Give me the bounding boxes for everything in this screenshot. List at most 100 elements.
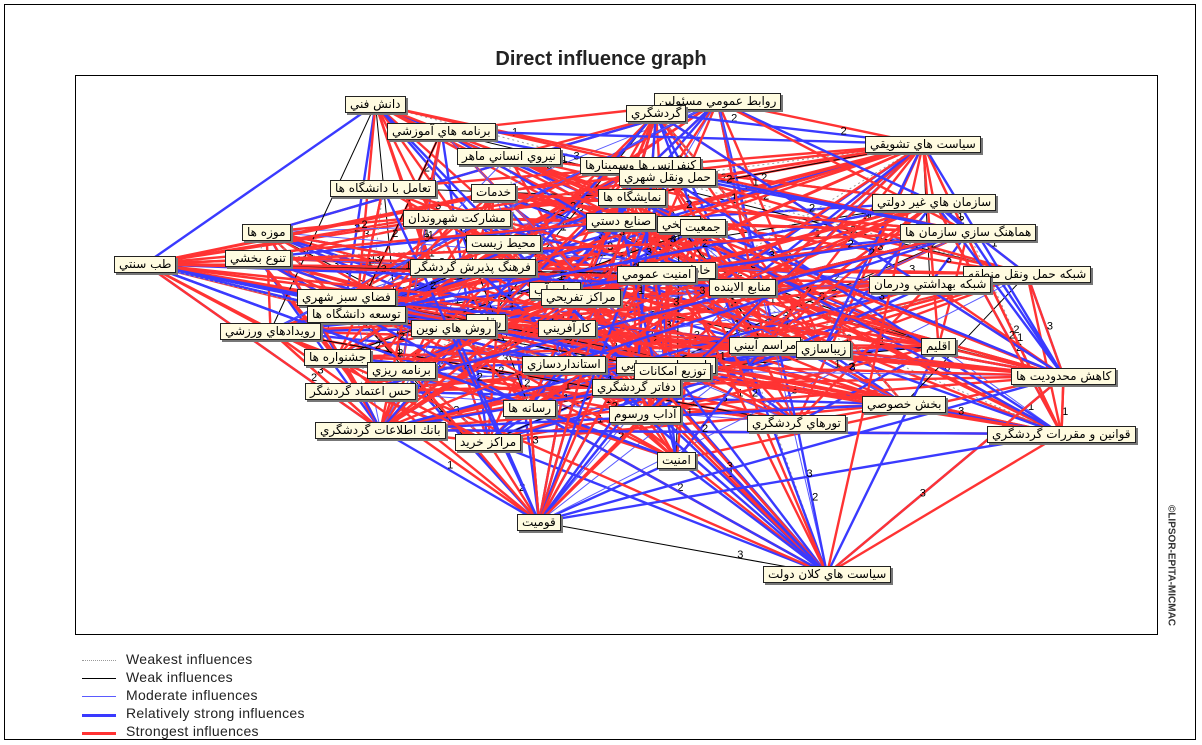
edge-weight-label: 2 — [702, 423, 708, 435]
influence-edge — [528, 407, 541, 523]
edge-weight-label: 2 — [774, 287, 780, 299]
edge-weight-label: 3 — [435, 200, 441, 212]
influence-edge — [655, 111, 1065, 378]
node-3: برنامه هاي آموزشي — [387, 123, 496, 140]
node-7: حمل ونقل شهري — [619, 169, 716, 186]
edge-weight-label: 3 — [920, 487, 926, 499]
influence-edge — [266, 99, 718, 234]
influence-edge — [144, 219, 622, 266]
edge-weight-label: 3 — [665, 319, 671, 331]
legend-label-weak: Weak influences — [126, 669, 233, 685]
node-55: سياست هاي كلان دولت — [763, 566, 892, 583]
node-44: كاهش محدوديت ها — [1011, 368, 1117, 385]
edge-weight-label: 2 — [424, 162, 430, 174]
node-15: جمعيت — [680, 219, 726, 236]
node-50: بانك اطلاعات گردشگري — [315, 422, 446, 439]
influence-edge — [563, 230, 969, 366]
node-4: سياست هاي تشويقي — [865, 136, 981, 153]
node-10: نمايشگاه ها — [598, 189, 667, 206]
edge-weight-label: 1 — [428, 229, 434, 241]
edge-weight-label: 2 — [702, 238, 708, 250]
legend-item-strongest: Strongest influences — [82, 723, 502, 741]
node-37: زيباسازي — [796, 341, 852, 358]
edge-weight-label: 1 — [405, 260, 411, 272]
influence-edge — [554, 220, 622, 291]
edge-weight-label: 1 — [991, 237, 997, 249]
edge-weight-label: 3 — [502, 353, 508, 365]
edge-weight-label: 3 — [727, 460, 733, 472]
legend-item-weak: Weak influences — [82, 669, 502, 687]
influence-edge — [538, 521, 828, 575]
node-35: مراسم آييني — [729, 337, 802, 354]
influence-edge — [921, 143, 1063, 435]
node-17: موزه ها — [242, 224, 291, 241]
influence-edge — [144, 190, 494, 266]
node-40: استانداردسازي — [522, 356, 606, 373]
edge-weight-label: 1 — [879, 336, 885, 348]
legend-item-relatively-strong: Relatively strong influences — [82, 705, 502, 723]
edge-weight-label: 2 — [1009, 330, 1015, 342]
node-54: قوميت — [517, 514, 561, 531]
edge-weight-label: 1 — [576, 415, 582, 427]
edge-weight-label: 1 — [447, 460, 453, 472]
legend-item-weakest: Weakest influences — [82, 651, 502, 669]
influence-edge — [671, 370, 828, 575]
edge-weight-label: 1 — [561, 154, 567, 166]
node-29: فضاي سبز شهري — [297, 289, 396, 306]
edge-weight-label: 1 — [867, 211, 873, 223]
edge-weight-label: 1 — [367, 256, 373, 268]
node-52: قوانين و مقررات گردشگري — [987, 426, 1136, 443]
node-19: تنوع بخشي — [225, 250, 291, 267]
influence-edge — [566, 226, 704, 329]
node-6: كنفرانس ها وسمينارها — [580, 157, 702, 174]
edge-weight-label: 2 — [809, 203, 815, 215]
influence-edge — [144, 263, 382, 431]
node-53: امنيت — [657, 452, 696, 469]
influence-edge — [1025, 273, 1065, 377]
node-21: فرهنگ پذيرش گردشگر — [410, 259, 536, 276]
influence-edge — [345, 103, 377, 298]
edge-weight-label: 3 — [333, 259, 339, 271]
edge-weight-label: 2 — [677, 482, 683, 494]
node-25: شبكه بهداشتي ودرمان — [869, 276, 992, 293]
influence-edge — [493, 190, 1028, 276]
legend-label-moderate: Moderate influences — [126, 687, 258, 703]
influence-edge — [825, 143, 925, 575]
influence-edge — [538, 432, 1062, 524]
edge-weight-label: 3 — [807, 468, 813, 480]
legend-line-relatively-strong — [82, 714, 116, 717]
node-43: دفاتر گردشگري — [592, 379, 681, 396]
edge-weight-label: 1 — [720, 350, 726, 362]
edge-weight-label: 2 — [841, 125, 847, 137]
edge-weight-label: 1 — [1062, 406, 1068, 418]
influence-edge — [493, 190, 969, 234]
node-48: بخش خصوصي — [862, 396, 947, 413]
influence-edge — [538, 458, 677, 524]
edge-weight-label: 2 — [726, 174, 732, 186]
node-51: مراكز خريد — [455, 434, 522, 451]
legend-label-relatively-strong: Relatively strong influences — [126, 705, 305, 721]
node-23: امنيت عمومي — [617, 266, 697, 283]
influence-edge — [381, 187, 541, 523]
influence-edge — [675, 459, 828, 575]
edge-weight-label: 1 — [957, 211, 963, 223]
edge-weight-label: 2 — [397, 347, 403, 359]
influence-edge — [566, 326, 1062, 436]
node-45: حس اعتماد گردشگر — [305, 383, 417, 400]
edge-weight-label: 1 — [558, 271, 564, 283]
node-8: تعامل با دانشگاه ها — [330, 180, 437, 197]
influence-edge — [742, 230, 969, 289]
node-49: تورهاي گردشگري — [747, 415, 846, 432]
influence-edge — [666, 175, 1063, 436]
influence-edge — [580, 296, 828, 575]
node-16: هماهنگ سازي سازمان ها — [900, 224, 1037, 241]
edge-weight-label: 1 — [424, 228, 430, 240]
edge-weight-label: 3 — [317, 364, 323, 376]
edge-weight-label: 3 — [958, 405, 964, 417]
influence-edge — [493, 142, 924, 194]
influence-edge — [538, 143, 924, 523]
node-12: مشاركت شهروندان — [403, 210, 511, 227]
influence-edge — [716, 99, 935, 204]
edge-weight-label: 2 — [361, 219, 367, 231]
edge-weight-label: 2 — [806, 286, 812, 298]
